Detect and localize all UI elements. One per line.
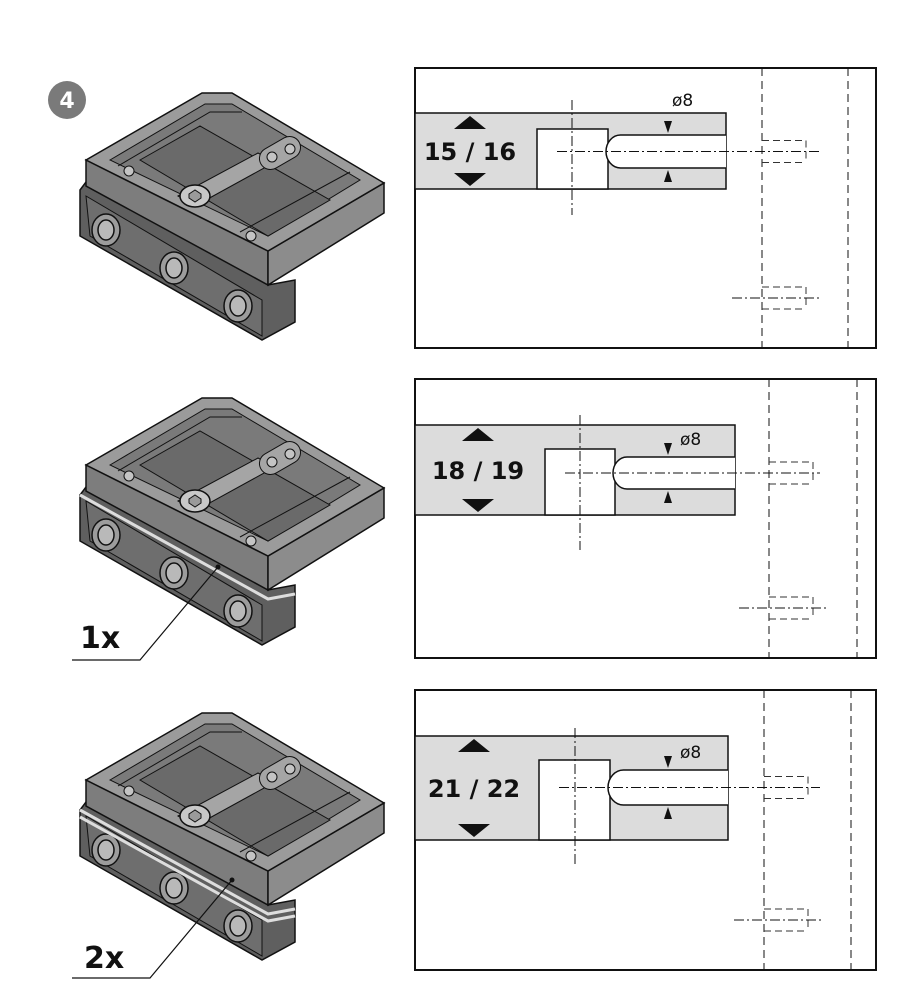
dimension-arrow-icon bbox=[664, 121, 672, 133]
panel-frame bbox=[414, 378, 877, 659]
arrow-down-icon bbox=[454, 173, 486, 186]
shim-callout-2: 2x bbox=[72, 877, 235, 979]
dimension-arrow-icon bbox=[664, 443, 672, 455]
shim-count-label: 2x bbox=[84, 941, 124, 976]
shim-line bbox=[79, 815, 296, 923]
section-panel-1: 15 / 16 ø8 bbox=[414, 67, 877, 349]
dimension-arrow-icon bbox=[664, 170, 672, 182]
hidden-dowel bbox=[764, 776, 809, 799]
mounting-part-1 bbox=[79, 92, 385, 341]
step-number: 4 bbox=[59, 89, 74, 114]
arrow-up-icon bbox=[462, 428, 494, 441]
diameter-label: ø8 bbox=[672, 91, 693, 111]
thickness-label: 21 / 22 bbox=[428, 775, 520, 803]
section-panel-3: 21 / 22 ø8 bbox=[414, 689, 877, 971]
thickness-label: 18 / 19 bbox=[432, 457, 524, 485]
shim-callout-1: 1x bbox=[72, 564, 221, 661]
arrow-down-icon bbox=[462, 499, 494, 512]
shim-count-label: 1x bbox=[80, 621, 120, 656]
shim-line bbox=[79, 808, 296, 916]
hidden-dowel bbox=[762, 140, 807, 163]
diameter-label: ø8 bbox=[680, 430, 701, 450]
section-panel-2: 18 / 19 ø8 bbox=[414, 378, 877, 659]
mounting-part-3 bbox=[79, 712, 385, 961]
panel-frame bbox=[414, 67, 877, 349]
thickness-label: 15 / 16 bbox=[424, 138, 516, 166]
arrow-up-icon bbox=[458, 739, 490, 752]
dimension-arrow-icon bbox=[664, 756, 672, 768]
arrow-up-icon bbox=[454, 116, 486, 129]
shim-line bbox=[79, 493, 296, 601]
hidden-dowel bbox=[769, 461, 814, 485]
mounting-part-2 bbox=[79, 397, 385, 646]
dimension-arrow-icon bbox=[664, 807, 672, 819]
diameter-label: ø8 bbox=[680, 743, 701, 763]
dimension-arrow-icon bbox=[664, 491, 672, 503]
step-badge: 4 bbox=[48, 81, 86, 119]
arrow-down-icon bbox=[458, 824, 490, 837]
